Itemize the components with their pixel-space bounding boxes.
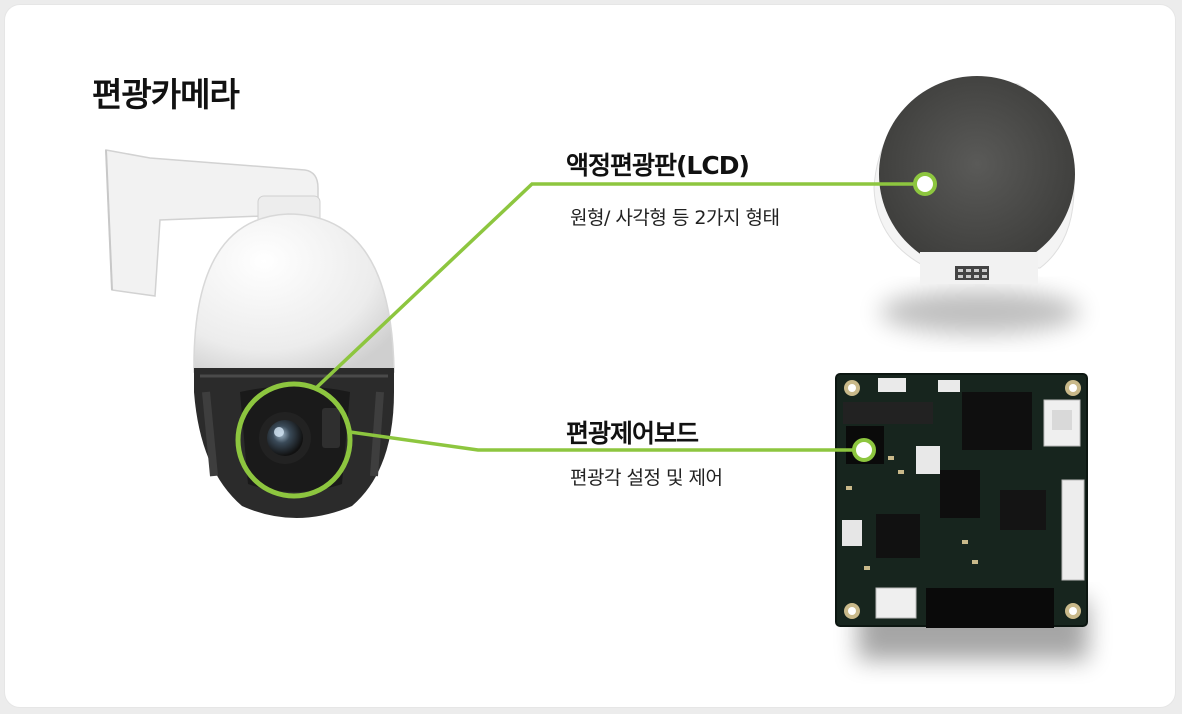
lcd-point-marker bbox=[913, 172, 937, 196]
board-connector-line bbox=[349, 430, 862, 452]
lcd-heading: 액정편광판(LCD) bbox=[566, 151, 750, 180]
lcd-connector-line bbox=[314, 182, 925, 390]
board-description: 편광각 설정 및 제어 bbox=[570, 467, 723, 489]
page-title: 편광카메라 bbox=[92, 75, 240, 114]
camera-image bbox=[105, 149, 395, 518]
lens-highlight-circle bbox=[235, 381, 353, 499]
control-board-image bbox=[835, 373, 1088, 660]
connector-lines bbox=[314, 182, 925, 452]
lcd-description: 원형/ 사각형 등 2가지 형태 bbox=[570, 207, 780, 229]
board-heading: 편광제어보드 bbox=[566, 419, 699, 448]
board-point-marker bbox=[852, 438, 876, 462]
lcd-polarizer-image bbox=[873, 76, 1080, 334]
